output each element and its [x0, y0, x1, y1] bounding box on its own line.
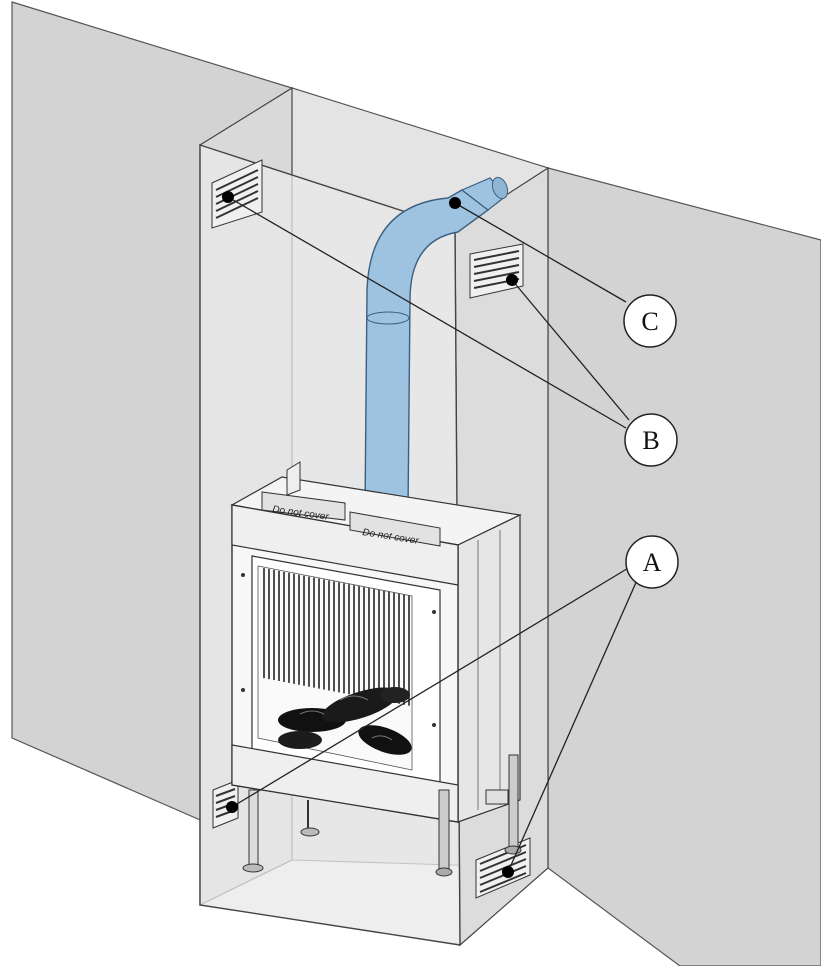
callout-c: C: [623, 294, 677, 348]
back-wall-right: [547, 167, 821, 966]
callout-a-label: A: [643, 548, 662, 577]
leader-dots: [222, 191, 518, 878]
stove-legs: [242, 754, 522, 877]
callout-c-label: C: [641, 307, 658, 336]
callout-b: B: [624, 413, 678, 467]
callout-a: A: [625, 535, 679, 589]
upper-vent-left: [211, 159, 263, 229]
leader-lines: [227, 196, 639, 873]
log-set: [278, 687, 412, 755]
firebox-rear-liner: [263, 568, 410, 706]
callout-b-label: B: [642, 426, 659, 455]
stove: Do not cover Do not cover: [230, 461, 522, 823]
